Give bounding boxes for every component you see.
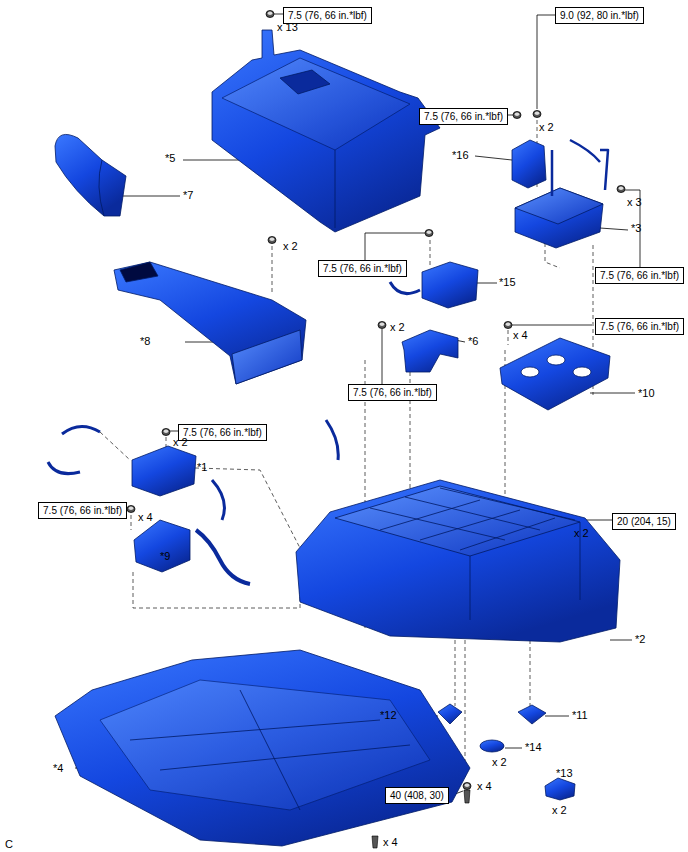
torque-spec-box: 40 (408, 30): [385, 787, 449, 804]
torque-spec-box: 7.5 (76, 66 in.*lbf): [419, 108, 508, 125]
quantity-label: x 3: [627, 197, 642, 208]
quantity-label: x 2: [552, 805, 567, 816]
quantity-label: x 4: [138, 512, 153, 523]
callout-number: *13: [556, 768, 573, 779]
torque-spec-box: 7.5 (76, 66 in.*lbf): [318, 260, 407, 277]
callout-number: *15: [499, 277, 516, 288]
callout-number: *5: [165, 153, 175, 164]
quantity-label: x 2: [539, 122, 554, 133]
torque-value: 7.5 (76, 66 in.*lbf): [323, 263, 402, 274]
torque-value: 7.5 (76, 66 in.*lbf): [43, 505, 122, 516]
torque-spec-box: 7.5 (76, 66 in.*lbf): [348, 384, 437, 401]
torque-value: 7.5 (76, 66 in.*lbf): [424, 111, 503, 122]
callout-number: *6: [468, 336, 478, 347]
callout-number: *14: [525, 742, 542, 753]
torque-value: 9.0 (92, 80 in.*lbf): [560, 10, 639, 21]
callout-number: *9: [160, 551, 170, 562]
quantity-label: x 4: [513, 330, 528, 341]
quantity-label: x 2: [492, 757, 507, 768]
torque-spec-box: 7.5 (76, 66 in.*lbf): [595, 267, 684, 284]
torque-value: 20 (204, 15): [617, 516, 671, 527]
quantity-label: x 13: [277, 22, 298, 33]
torque-spec-box: 9.0 (92, 80 in.*lbf): [555, 7, 644, 24]
torque-spec-box: 20 (204, 15): [612, 513, 676, 530]
torque-spec-box: 7.5 (76, 66 in.*lbf): [595, 318, 684, 335]
quantity-label: C: [5, 839, 13, 850]
torque-value: 40 (408, 30): [390, 790, 444, 801]
quantity-label: x 4: [477, 781, 492, 792]
callout-number: *8: [140, 336, 150, 347]
callout-number: *3: [631, 223, 641, 234]
torque-spec-box: 7.5 (76, 66 in.*lbf): [178, 424, 267, 441]
callout-number: *1: [197, 462, 207, 473]
callout-number: *16: [452, 150, 469, 161]
quantity-label: x 2: [574, 528, 589, 539]
callout-number: *12: [380, 710, 397, 721]
callout-number: *7: [183, 190, 193, 201]
callout-number: *2: [635, 634, 645, 645]
callout-number: *10: [638, 388, 655, 399]
quantity-label: x 2: [390, 322, 405, 333]
torque-value: 7.5 (76, 66 in.*lbf): [600, 321, 679, 332]
torque-value: 7.5 (76, 66 in.*lbf): [288, 10, 367, 21]
torque-value: 7.5 (76, 66 in.*lbf): [353, 387, 432, 398]
quantity-label: x 2: [283, 241, 298, 252]
quantity-label: x 4: [383, 837, 398, 848]
torque-value: 7.5 (76, 66 in.*lbf): [183, 427, 262, 438]
quantity-label: x 2: [173, 437, 188, 448]
parts: [48, 30, 620, 846]
callout-number: *11: [572, 710, 588, 721]
callout-number: *4: [53, 763, 63, 774]
torque-spec-box: 7.5 (76, 66 in.*lbf): [38, 502, 127, 519]
torque-value: 7.5 (76, 66 in.*lbf): [600, 270, 679, 281]
